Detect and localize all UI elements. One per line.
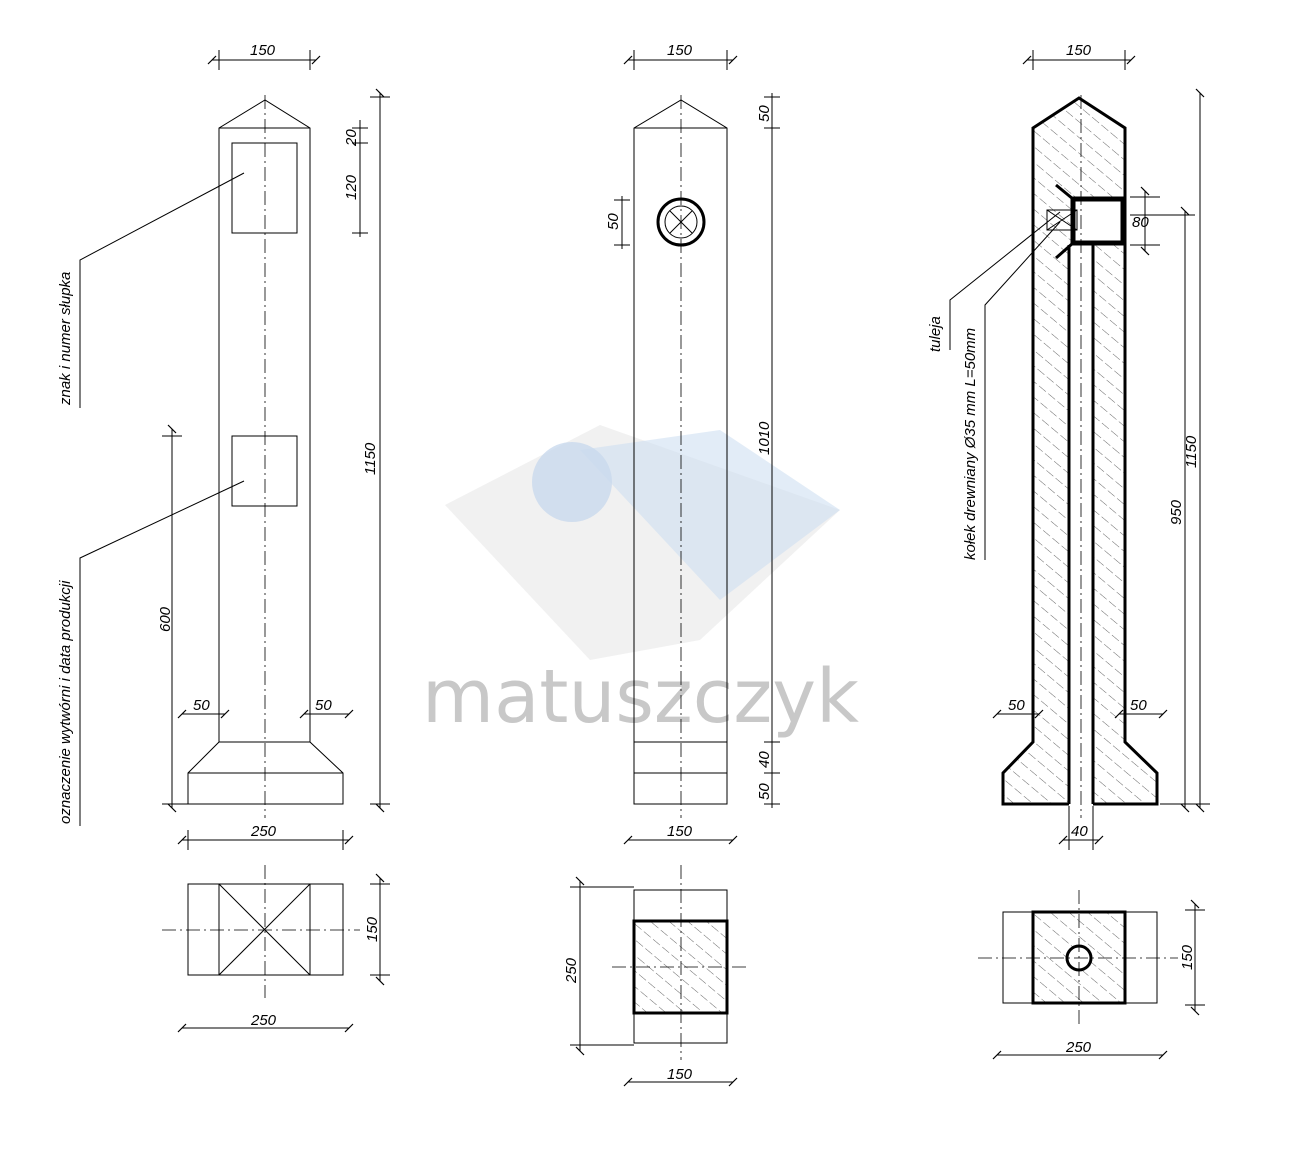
dim-section-box: 80 [1132, 214, 1149, 231]
dim-section-lower: 950 [1168, 499, 1185, 525]
wooden-peg [1046, 209, 1078, 231]
side-plan: 150 250 [162, 865, 390, 1033]
front-view: 150 50 1010 40 50 50 150 [605, 42, 780, 845]
dim-front-step1: 40 [756, 751, 773, 768]
dim-front-top: 150 [667, 42, 693, 59]
globe-logo-icon [532, 442, 612, 522]
side-view: 150 1150 20 120 600 50 50 250 znak i num… [57, 42, 390, 850]
dim-front-tip: 50 [756, 105, 773, 122]
dim-hole: 50 [605, 213, 622, 230]
watermark-text: matuszczyk [422, 654, 859, 740]
dim-front-bottom: 150 [667, 823, 693, 840]
dim-front-plan-depth: 250 [563, 957, 580, 984]
dim-front-body: 1010 [756, 421, 773, 455]
label-sign: znak i numer słupka [57, 272, 74, 406]
sign-plate [231, 142, 298, 234]
dim-top-width: 150 [250, 42, 276, 59]
dim-front-step2: 50 [756, 783, 773, 800]
dim-sign-height: 120 [343, 174, 360, 200]
dim-top-offset: 20 [343, 129, 360, 147]
dim-section-plan-depth: 150 [1179, 944, 1196, 970]
dim-section-top: 150 [1066, 42, 1092, 59]
dim-mark-height: 600 [157, 606, 174, 632]
dim-channel: 40 [1071, 823, 1088, 840]
watermark: matuszczyk [422, 425, 859, 740]
label-sleeve: tuleja [927, 316, 944, 352]
dim-base-width: 250 [250, 823, 277, 840]
section-plan: 150 250 [978, 890, 1205, 1060]
dim-front-plan-width: 150 [667, 1066, 693, 1083]
marking-plate [231, 435, 298, 507]
front-plan: 250 150 [563, 865, 750, 1087]
dim-plan-depth: 150 [364, 916, 381, 942]
dim-section-left: 50 [1008, 697, 1025, 714]
section-view: 150 1150 950 80 50 50 40 tuleja kołek dr… [927, 42, 1210, 850]
dim-right-offset: 50 [315, 697, 332, 714]
dim-section-right: 50 [1130, 697, 1147, 714]
label-peg: kołek drewniany Ø35 mm L=50mm [962, 328, 979, 560]
sleeve [1070, 196, 1126, 246]
dim-left-offset: 50 [193, 697, 210, 714]
label-marking: oznaczenie wytwórni i data produkcji [57, 580, 74, 824]
dim-section-plan-width: 250 [1065, 1039, 1092, 1056]
dim-plan-width: 250 [250, 1012, 277, 1029]
dim-section-height: 1150 [1183, 435, 1200, 468]
dim-height: 1150 [362, 442, 379, 475]
